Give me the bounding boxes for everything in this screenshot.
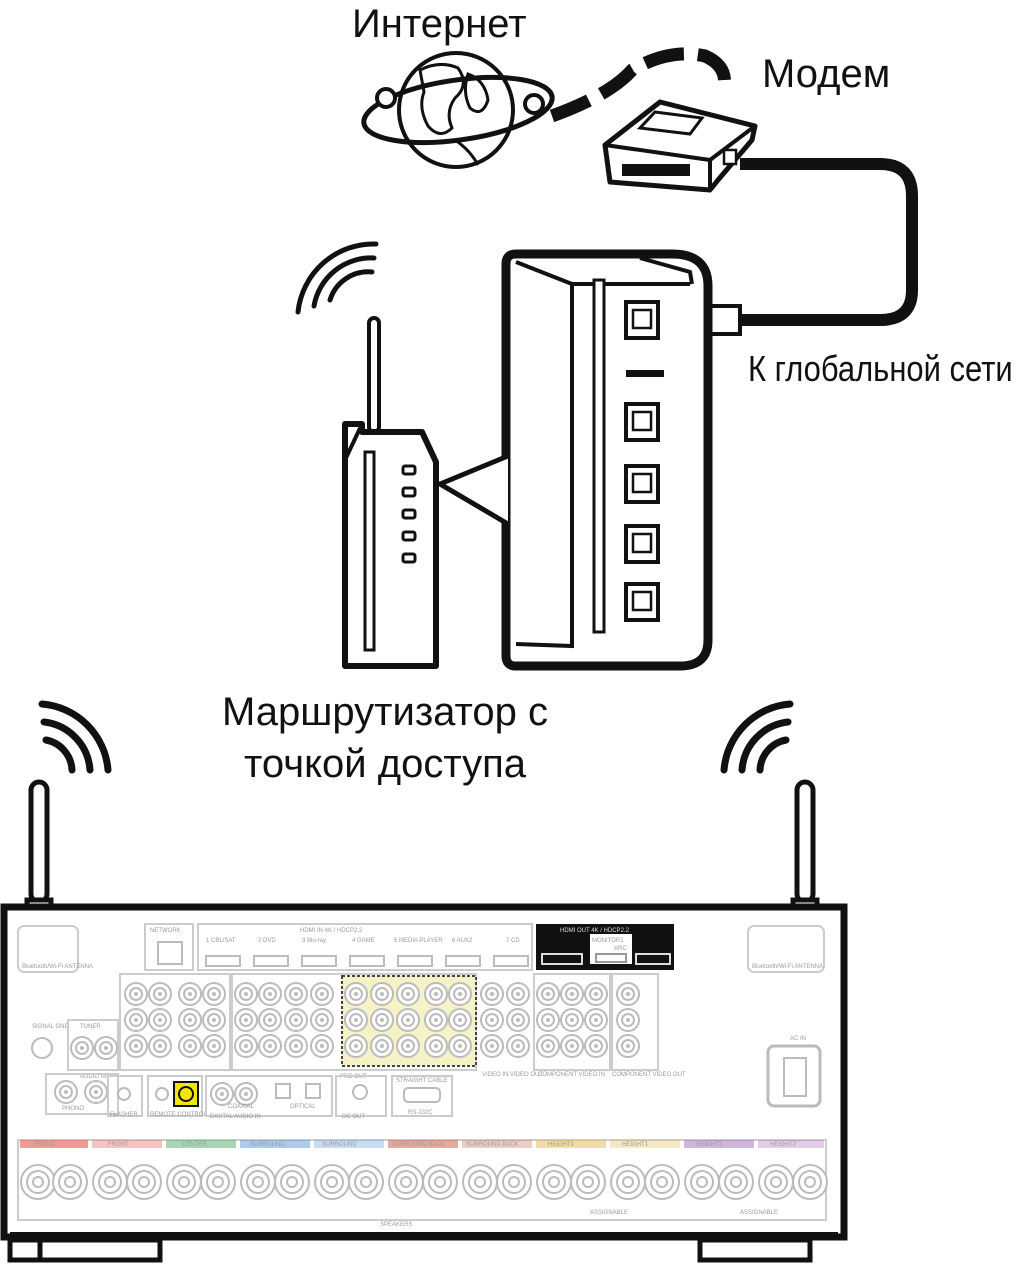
speaker-front-r-label: FRONT	[34, 1142, 55, 1148]
hdmi-in-7-label: 7 CD	[506, 938, 520, 944]
hdmi-in-6-label: 6 AUX2	[452, 938, 473, 944]
coaxial-label: COAXIAL	[228, 1104, 255, 1110]
speaker-surround-back-l-label: SURROUND BACK	[466, 1142, 519, 1148]
router-wifi-icon	[295, 241, 379, 315]
speaker-surround-l-label: SURROUND	[322, 1142, 357, 1148]
modem-icon	[602, 99, 758, 193]
phono-label: PHONO	[62, 1106, 84, 1112]
bt-antenna-right-label: Bluetooth/Wi-Fi ANTENNA	[752, 964, 823, 970]
assignable-label-2: ASSIGNABLE	[740, 1210, 778, 1216]
speakers-label: SPEAKERS	[380, 1222, 412, 1228]
speaker-height2-r-label: HEIGHT2	[696, 1142, 723, 1148]
speaker-height1-r-label: HEIGHT1	[548, 1142, 575, 1148]
hdmi-in-label: HDMI IN 4K / HDCP2.2	[300, 928, 363, 934]
wan-port-icon	[624, 300, 660, 340]
hdmi-in-4-label: 4 GAME	[352, 938, 375, 944]
speaker-height2-l-label: HEIGHT2	[770, 1142, 797, 1148]
hdmi-in-5-label: 5 MEDIA PLAYER	[394, 938, 443, 944]
lan-port-2-icon	[624, 464, 660, 504]
signal-gnd-label: SIGNAL GND	[32, 1024, 69, 1030]
globe-icon	[361, 51, 555, 169]
ac-in-label: AC IN	[790, 1036, 806, 1042]
callout-wedge	[437, 453, 510, 527]
speaker-height1-l-label: HEIGHT1	[622, 1142, 649, 1148]
speaker-front-l-label: FRONT	[108, 1142, 129, 1148]
router-label-line2: точкой доступа	[244, 742, 526, 786]
rs232c-label: RS-232C	[408, 1110, 433, 1116]
router-back-panel	[501, 249, 713, 671]
lan-port-4-icon	[624, 582, 660, 622]
monitor1-label: MONITOR1	[592, 938, 624, 944]
dc-out-label: DC OUT	[342, 1114, 365, 1120]
optical-label: OPTICAL	[290, 1104, 316, 1110]
wan-label: К глобальной сети	[748, 348, 1013, 389]
speaker-surround-r-label: SURROUND	[250, 1142, 285, 1148]
router-label-line1: Маршрутизатор с	[222, 690, 548, 734]
port-divider	[626, 370, 664, 377]
router-icon	[342, 316, 439, 669]
internet-label: Интернет	[352, 2, 527, 46]
hdmi-in-2-label: 2 DVD	[258, 938, 276, 944]
video-in-label: VIDEO IN	[482, 1072, 508, 1078]
tuner-label: TUNER	[80, 1024, 101, 1030]
audio-in-label: AUDIO IN	[80, 1074, 107, 1080]
video-out-label: VIDEO OUT	[510, 1072, 543, 1078]
modem-label: Модем	[762, 52, 891, 96]
av-receiver: Bluetooth/Wi-Fi ANTENNA Bluetooth/Wi-Fi …	[0, 903, 848, 1263]
internet-link	[549, 47, 732, 123]
component-in-label: COMPONENT VIDEO IN	[538, 1072, 605, 1078]
router-label: Маршрутизатор с точкой доступа	[150, 686, 620, 790]
hdmi-out-label: HDMI OUT 4K / HDCP2.2	[560, 928, 630, 934]
remote-control-label: REMOTE CONTROL	[150, 1112, 207, 1118]
right-foot	[697, 1237, 813, 1263]
speaker-center-label: CENTER	[182, 1142, 207, 1148]
receiver-left-wifi-icon	[38, 700, 112, 774]
digital-audio-in-label: DIGITAL AUDIO IN	[210, 1114, 261, 1120]
receiver-right-wifi-icon	[720, 700, 794, 774]
network-label: NETWORK	[150, 928, 181, 934]
assignable-label-1: ASSIGNABLE	[590, 1210, 628, 1216]
flasher-label: FLASHER	[110, 1112, 138, 1118]
bt-antenna-left-label: Bluetooth/Wi-Fi ANTENNA	[22, 964, 93, 970]
component-out-label: COMPONENT VIDEO OUT	[612, 1072, 686, 1078]
lan-port-1-icon	[624, 402, 660, 442]
wan-cable	[738, 158, 918, 326]
straight-cable-label: STRAIGHT CABLE	[396, 1078, 448, 1084]
hdmi-in-3-label: 3 Blu-ray	[302, 938, 326, 944]
speaker-surround-back-r-label: SURROUND BACK	[392, 1142, 445, 1148]
arc-label: ARC	[614, 946, 627, 952]
lan-port-3-icon	[624, 524, 660, 564]
hdmi-in-1-label: 1 CBL/SAT	[206, 938, 236, 944]
